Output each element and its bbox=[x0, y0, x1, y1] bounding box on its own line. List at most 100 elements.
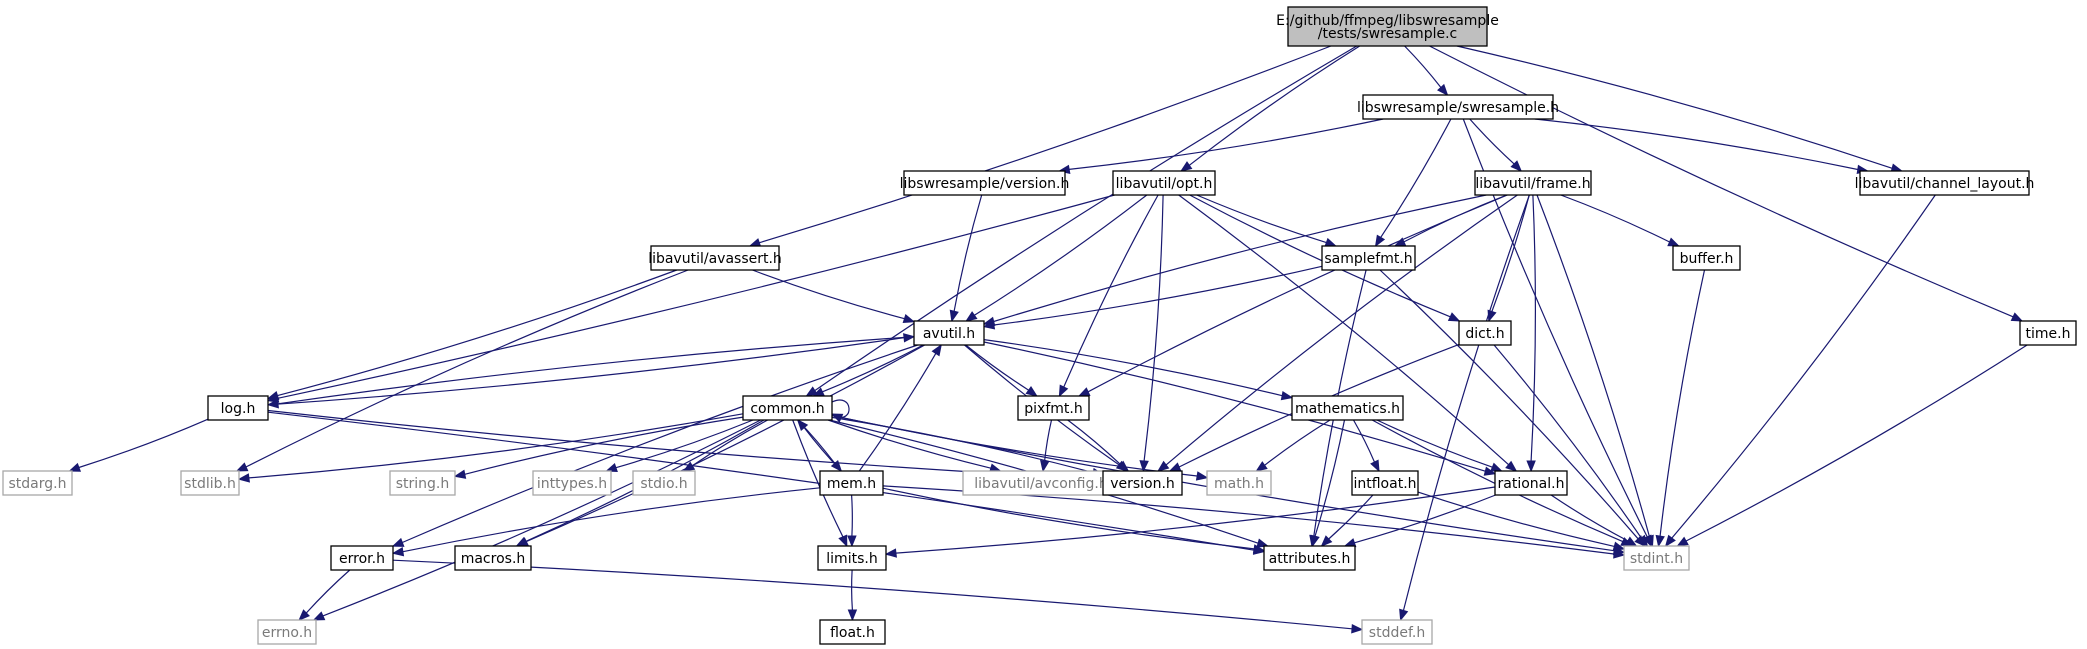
node-log_h[interactable]: log.h bbox=[207, 395, 269, 421]
node-pixfmt_h[interactable]: pixfmt.h bbox=[1017, 395, 1090, 421]
node-mem_h[interactable]: mem.h bbox=[819, 470, 884, 496]
node-swresample_c[interactable]: E:/github/ffmpeg/libswresample/tests/swr… bbox=[1276, 6, 1499, 47]
edge-line bbox=[752, 269, 905, 320]
edge-swresample_c-to-common_h bbox=[805, 45, 1358, 397]
arrowhead bbox=[1490, 462, 1503, 472]
node-stdlib_h[interactable]: stdlib.h bbox=[180, 470, 240, 496]
edge-swresample_h-to-channel_layout_h bbox=[1534, 118, 1870, 175]
node-box bbox=[2019, 320, 2077, 346]
node-label: float.h bbox=[830, 625, 875, 641]
edge-swresample_c-to-swresample_h bbox=[1404, 45, 1449, 97]
node-rational_h[interactable]: rational.h bbox=[1494, 470, 1568, 496]
node-intfloat_h[interactable]: intfloat.h bbox=[1351, 470, 1419, 496]
node-lsr_version_h[interactable]: libswresample/version.h bbox=[900, 170, 1070, 196]
edge-log_h-to-stdarg_h bbox=[68, 418, 209, 472]
node-frame_h[interactable]: libavutil/frame.h bbox=[1474, 170, 1592, 196]
node-stdarg_h[interactable]: stdarg.h bbox=[2, 470, 73, 496]
node-stdint_h[interactable]: stdint.h bbox=[1623, 545, 1690, 571]
node-label: stdarg.h bbox=[9, 476, 67, 492]
arrowhead bbox=[1179, 161, 1193, 172]
arrowhead bbox=[1510, 160, 1523, 172]
arrowhead bbox=[1637, 534, 1649, 548]
edge-avutil_h-to-pixfmt_h bbox=[965, 344, 1038, 397]
node-float_h[interactable]: float.h bbox=[819, 619, 886, 645]
node-avutil_h[interactable]: avutil.h bbox=[913, 320, 985, 346]
node-common_h[interactable]: common.h bbox=[742, 395, 833, 421]
arrowhead bbox=[1320, 535, 1333, 547]
edge-avutil_h-to-common_h bbox=[812, 344, 924, 397]
node-label: libswresample/version.h bbox=[900, 176, 1070, 192]
node-box bbox=[1458, 320, 1512, 346]
arrowhead bbox=[1676, 536, 1689, 547]
edge-line bbox=[1380, 118, 1452, 238]
node-macros_h[interactable]: macros.h bbox=[454, 545, 532, 571]
node-mathematics_h[interactable]: mathematics.h bbox=[1291, 395, 1404, 421]
arrowhead bbox=[298, 609, 310, 621]
node-label: stddef.h bbox=[1369, 625, 1425, 641]
node-math_h[interactable]: math.h bbox=[1206, 470, 1272, 496]
edge-line bbox=[1536, 194, 1650, 537]
node-label: stdio.h bbox=[640, 476, 687, 492]
arrowhead bbox=[1447, 312, 1461, 322]
node-error_h[interactable]: error.h bbox=[330, 545, 394, 571]
edge-avutil_h-to-error_h bbox=[391, 344, 918, 547]
node-inttypes_h[interactable]: inttypes.h bbox=[532, 470, 612, 496]
arrowhead bbox=[1644, 534, 1654, 548]
edge-common_h-to-inttypes_h bbox=[605, 419, 754, 473]
node-samplefmt_h[interactable]: samplefmt.h bbox=[1321, 245, 1416, 271]
node-time_h[interactable]: time.h bbox=[2019, 320, 2077, 346]
arrowhead bbox=[1168, 462, 1182, 472]
node-box bbox=[1623, 545, 1690, 571]
node-attributes_h[interactable]: attributes.h bbox=[1263, 545, 1356, 571]
edge-line bbox=[851, 569, 853, 611]
edge-line bbox=[322, 419, 761, 617]
edge-line bbox=[691, 419, 768, 467]
edge-line bbox=[983, 339, 1283, 397]
node-errno_h[interactable]: errno.h bbox=[257, 619, 317, 645]
node-box bbox=[817, 545, 887, 571]
node-channel_layout_h[interactable]: libavutil/channel_layout.h bbox=[1855, 170, 2035, 196]
node-opt_h[interactable]: libavutil/opt.h bbox=[1112, 170, 1216, 196]
arrowhead bbox=[949, 309, 959, 323]
node-stdio_h[interactable]: stdio.h bbox=[632, 470, 696, 496]
edge-common_h-to-stdio_h bbox=[682, 419, 768, 472]
node-stddef_h[interactable]: stddef.h bbox=[1361, 619, 1433, 645]
edge-line bbox=[267, 409, 1094, 480]
graph-edges bbox=[68, 45, 2028, 634]
edge-mathematics_h-to-intfloat_h bbox=[1352, 419, 1380, 473]
arrowhead bbox=[235, 462, 249, 472]
node-string_h[interactable]: string.h bbox=[389, 470, 456, 496]
node-version_h[interactable]: version.h bbox=[1102, 470, 1183, 496]
arrowhead bbox=[805, 386, 818, 397]
edge-line bbox=[851, 494, 853, 537]
edge-mem_h-to-stdint_h bbox=[882, 485, 1626, 559]
node-limits_h[interactable]: limits.h bbox=[817, 545, 887, 571]
edge-line bbox=[305, 569, 351, 614]
edge-line bbox=[993, 265, 1323, 326]
arrowhead bbox=[453, 469, 467, 479]
node-box bbox=[1263, 545, 1356, 571]
node-dict_h[interactable]: dict.h bbox=[1458, 320, 1512, 346]
arrowhead bbox=[2010, 312, 2024, 322]
node-label: errno.h bbox=[262, 625, 312, 641]
edge-buffer_h-to-stdint_h bbox=[1655, 269, 1706, 548]
node-avassert_h[interactable]: libavutil/avassert.h bbox=[648, 245, 782, 271]
node-label: math.h bbox=[1214, 476, 1264, 492]
edge-line bbox=[267, 411, 1255, 551]
graph-nodes: E:/github/ffmpeg/libswresample/tests/swr… bbox=[2, 6, 2077, 645]
edge-opt_h-to-log_h bbox=[266, 194, 1115, 403]
edge-intfloat_h-to-stdint_h bbox=[1417, 491, 1626, 551]
arrowhead bbox=[847, 609, 858, 622]
node-label: version.h bbox=[1110, 476, 1175, 492]
node-box bbox=[1672, 245, 1741, 271]
node-box bbox=[1361, 619, 1433, 645]
node-buffer_h[interactable]: buffer.h bbox=[1672, 245, 1741, 271]
arrowhead bbox=[838, 534, 848, 548]
edge-line bbox=[1417, 491, 1615, 547]
edge-avutil_h-to-mathematics_h bbox=[983, 339, 1294, 401]
node-swresample_h[interactable]: libswresample/swresample.h bbox=[1357, 94, 1559, 120]
node-box bbox=[257, 619, 317, 645]
node-box bbox=[1362, 94, 1554, 120]
node-avconfig_h[interactable]: libavutil/avconfig.h bbox=[962, 470, 1120, 496]
edge-line bbox=[1178, 194, 1510, 466]
